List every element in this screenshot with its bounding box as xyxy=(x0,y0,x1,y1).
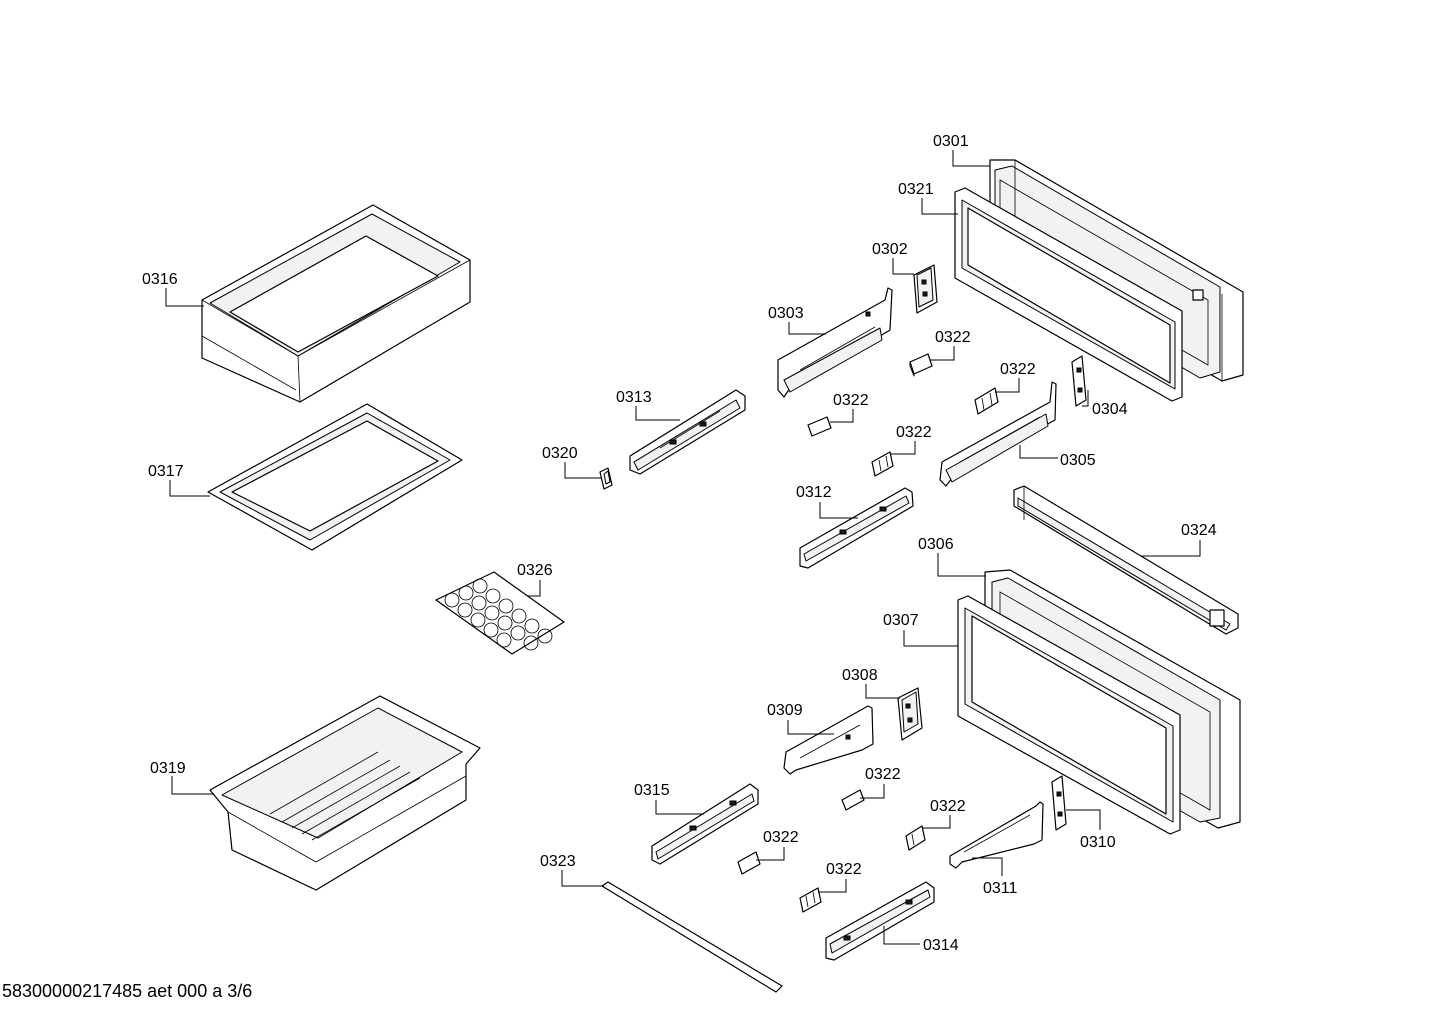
part-0316-drawer[interactable] xyxy=(201,204,471,403)
callout-0314[interactable]: 0314 xyxy=(923,937,959,954)
callout-0316[interactable]: 0316 xyxy=(142,271,178,288)
callout-0306[interactable]: 0306 xyxy=(918,536,954,553)
part-0326-egg-tray[interactable] xyxy=(435,571,565,655)
part-0315-slide-rail[interactable] xyxy=(651,783,759,865)
part-0310-hinge[interactable] xyxy=(1051,775,1067,831)
part-0322-clip-d[interactable] xyxy=(871,451,894,477)
callout-labels: 0301 0321 0302 0303 0322 0322 0322 0322 … xyxy=(142,133,1217,954)
part-0322-spacer-g[interactable] xyxy=(737,851,761,875)
part-0309-rail-bracket[interactable] xyxy=(783,705,874,775)
callout-0322-g[interactable]: 0322 xyxy=(763,829,799,846)
part-0312-slide-rail[interactable] xyxy=(799,487,914,569)
callout-0322-b[interactable]: 0322 xyxy=(1000,361,1036,378)
callout-0315[interactable]: 0315 xyxy=(634,782,670,799)
part-0322-spacer-c[interactable] xyxy=(807,416,832,437)
part-0303-rail-bracket[interactable] xyxy=(777,287,893,398)
callout-0302[interactable]: 0302 xyxy=(872,241,908,258)
callout-0313[interactable]: 0313 xyxy=(616,389,652,406)
part-0307-lower-gasket[interactable] xyxy=(957,595,1181,835)
callout-0301[interactable]: 0301 xyxy=(933,133,969,150)
callout-0320[interactable]: 0320 xyxy=(542,445,578,462)
part-0322-clip-h[interactable] xyxy=(799,887,822,913)
part-0314-slide-rail[interactable] xyxy=(825,881,935,961)
callout-0312[interactable]: 0312 xyxy=(796,484,832,501)
callout-0310[interactable]: 0310 xyxy=(1080,834,1116,851)
callout-0311[interactable]: 0311 xyxy=(983,880,1018,897)
callout-0308[interactable]: 0308 xyxy=(842,667,878,684)
callout-0323[interactable]: 0323 xyxy=(540,853,576,870)
part-0323-rod[interactable] xyxy=(601,881,783,993)
part-0317-glass-shelf[interactable] xyxy=(207,403,463,551)
callout-0324[interactable]: 0324 xyxy=(1181,522,1217,539)
part-0321-upper-gasket[interactable] xyxy=(954,187,1183,402)
callout-0317[interactable]: 0317 xyxy=(148,463,184,480)
callout-0309[interactable]: 0309 xyxy=(767,702,803,719)
callout-0304[interactable]: 0304 xyxy=(1092,401,1128,418)
part-0320-clip[interactable] xyxy=(599,467,613,490)
part-0322-clip-b[interactable] xyxy=(974,387,999,415)
part-0322-clip-f[interactable] xyxy=(905,825,926,851)
document-reference: 58300000217485 aet 000 a 3/6 xyxy=(2,981,253,1001)
part-0322-spacer-a[interactable] xyxy=(909,353,933,377)
part-0308-hinge-plate[interactable] xyxy=(897,687,923,741)
part-0313-slide-rail[interactable] xyxy=(629,389,746,475)
part-0311-rail-bracket[interactable] xyxy=(949,801,1044,869)
callout-0305[interactable]: 0305 xyxy=(1060,452,1096,469)
callout-0322-d[interactable]: 0322 xyxy=(896,424,932,441)
callout-0322-h[interactable]: 0322 xyxy=(826,861,862,878)
callout-0322-c[interactable]: 0322 xyxy=(833,392,869,409)
callout-0322-e[interactable]: 0322 xyxy=(865,766,901,783)
callout-0322-a[interactable]: 0322 xyxy=(935,329,971,346)
part-0304-hinge[interactable] xyxy=(1071,355,1087,407)
part-0319-freezer-drawer[interactable] xyxy=(209,695,481,891)
callout-0321[interactable]: 0321 xyxy=(898,181,934,198)
callout-0326[interactable]: 0326 xyxy=(517,562,553,579)
part-0305-rail-bracket[interactable] xyxy=(939,381,1057,487)
callout-0322-f[interactable]: 0322 xyxy=(930,798,966,815)
part-0324-frame-profile[interactable] xyxy=(1013,485,1239,635)
callout-0319[interactable]: 0319 xyxy=(150,760,186,777)
callout-0307[interactable]: 0307 xyxy=(883,612,919,629)
leader-lines xyxy=(165,150,1201,945)
callout-0303[interactable]: 0303 xyxy=(768,305,804,322)
part-0302-hinge-plate[interactable] xyxy=(913,264,938,314)
part-0322-spacer-e[interactable] xyxy=(841,789,865,811)
